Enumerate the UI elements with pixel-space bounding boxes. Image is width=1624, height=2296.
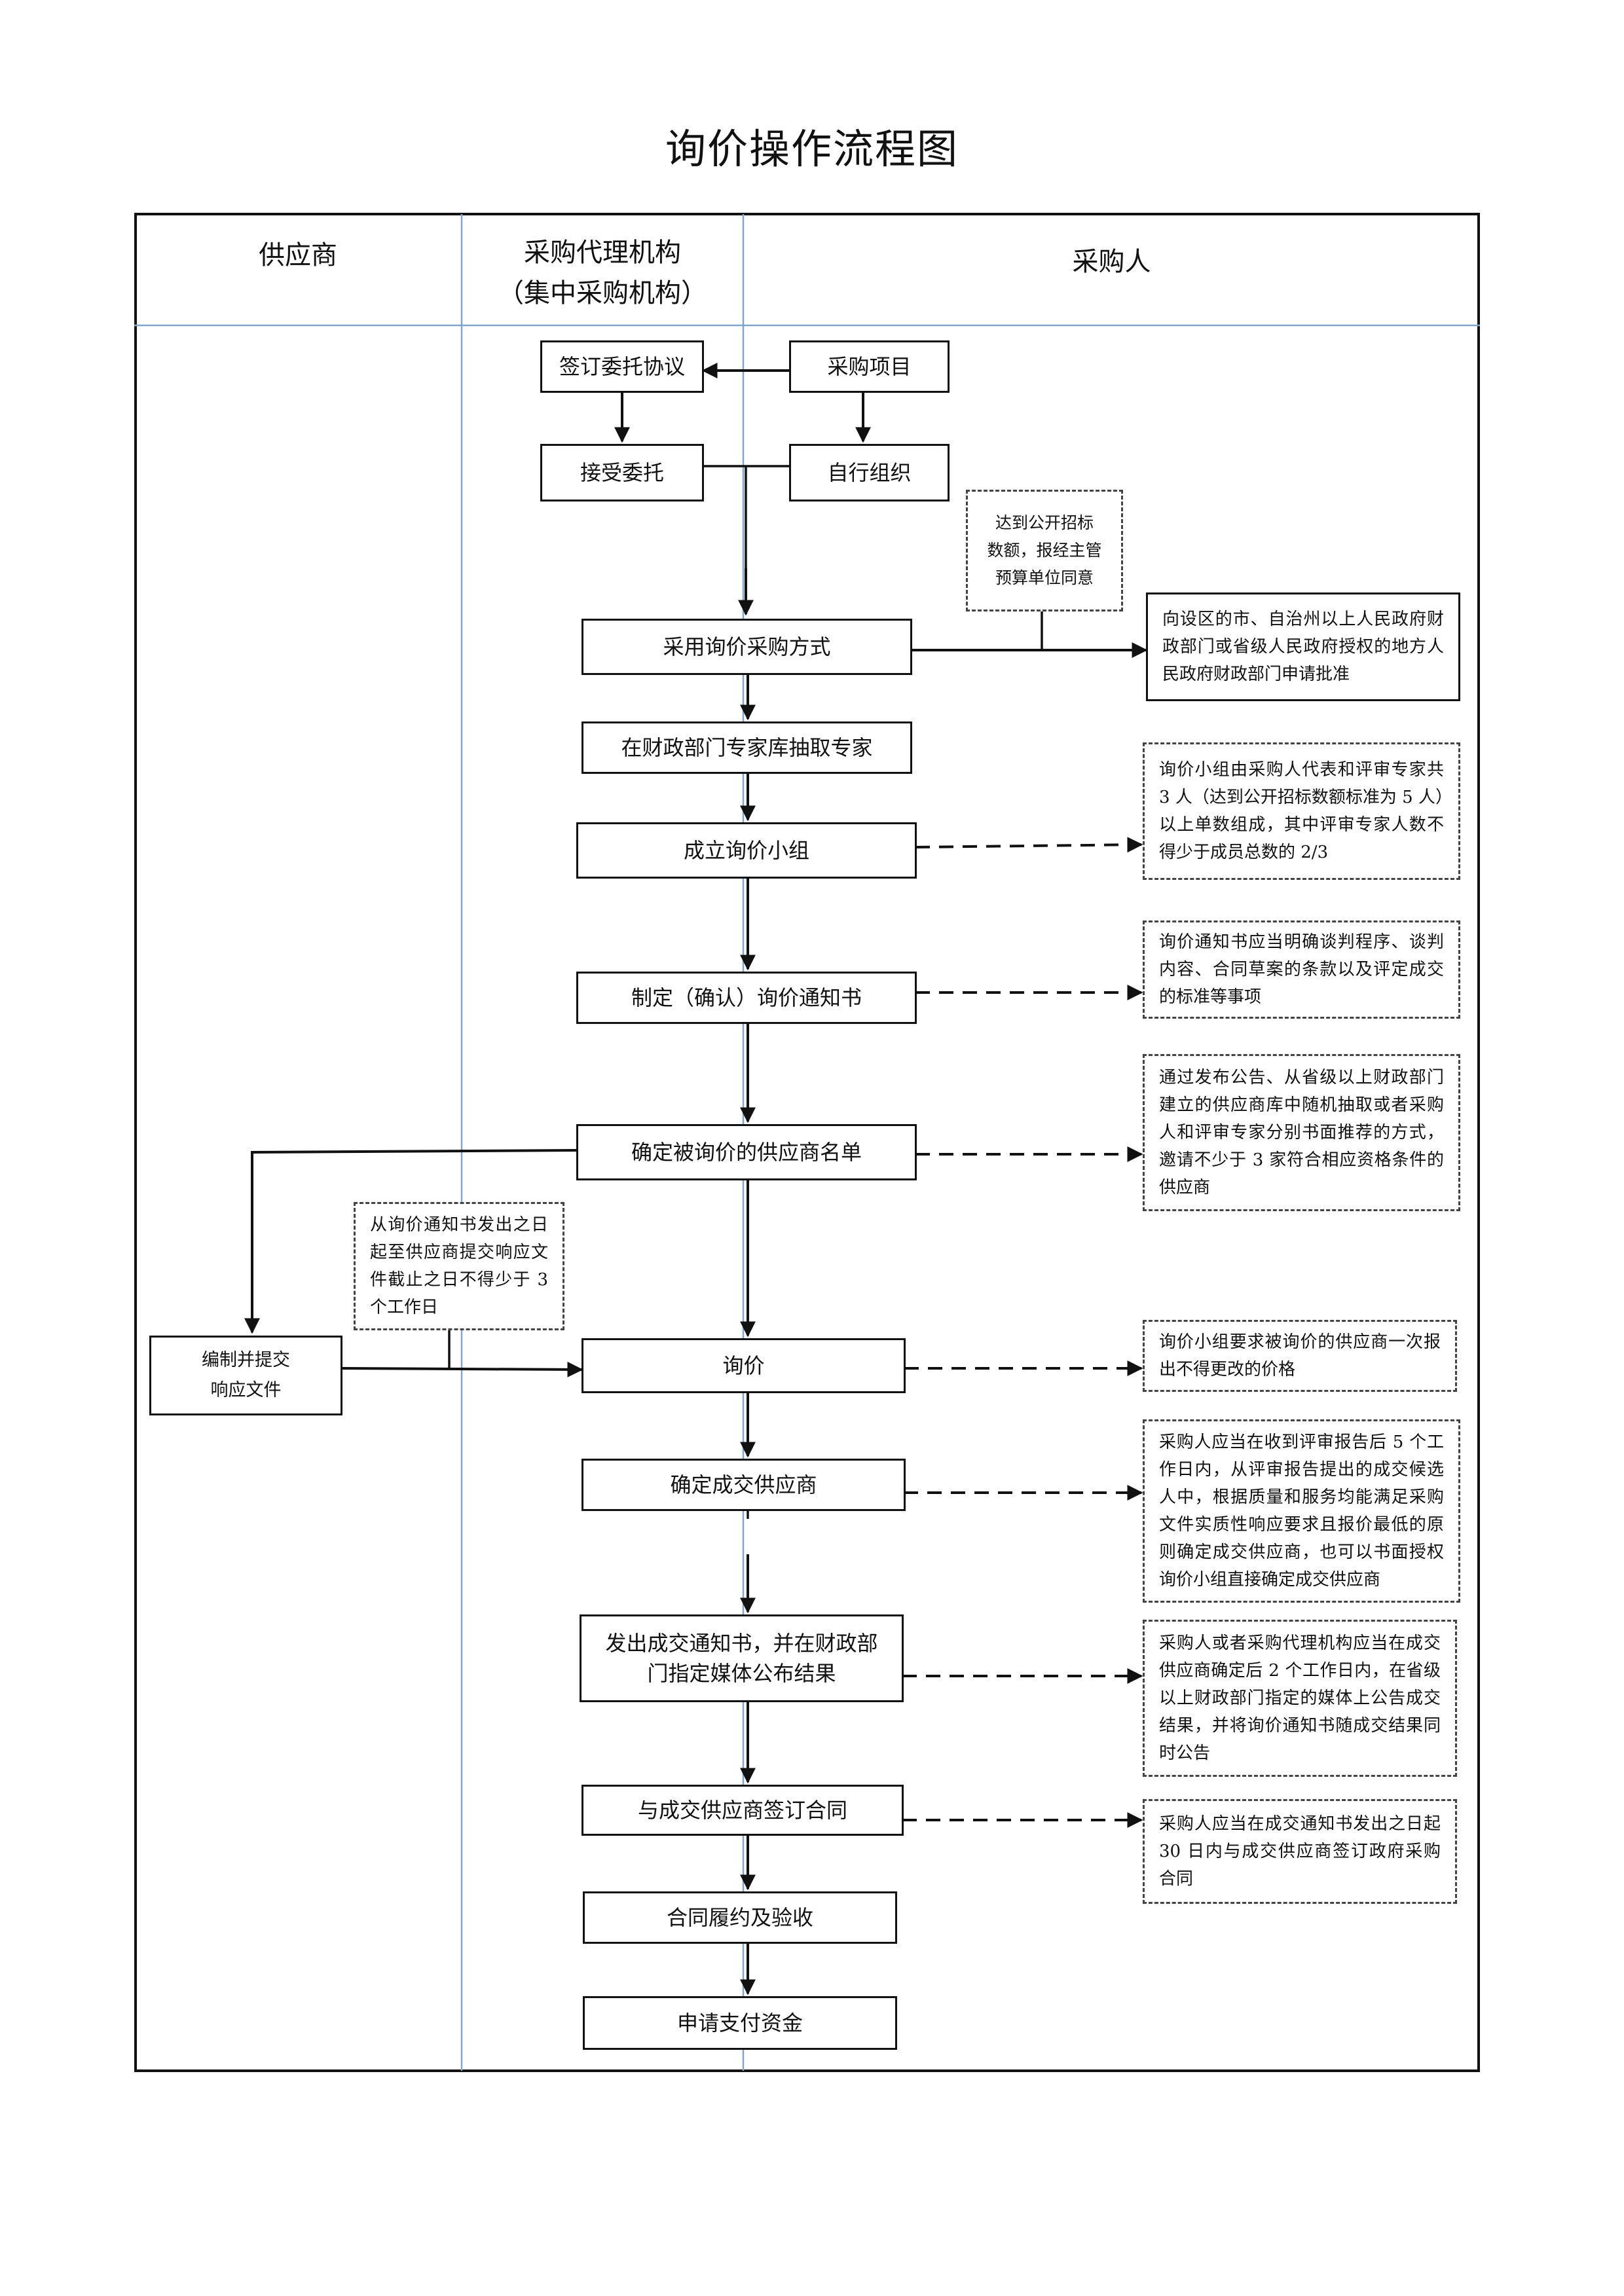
step-issue-notice: 发出成交通知书，并在财政部 门指定媒体公布结果: [580, 1614, 904, 1702]
note-contract-rule: 采购人应当在成交通知书发出之日起 30 日内与成交供应商签订政府采购合同: [1143, 1799, 1457, 1904]
note-supplier-selection: 通过发布公告、从省级以上财政部门建立的供应商库中随机抽取或者采购人和评审专家分别…: [1143, 1054, 1460, 1211]
step-extract-experts: 在财政部门专家库抽取专家: [581, 721, 912, 774]
step-determine-supplier: 确定成交供应商: [581, 1459, 906, 1511]
step-acceptance: 合同履约及验收: [583, 1891, 897, 1944]
dashed-arrow-group-note: [915, 837, 1143, 853]
note-response-time: 从询价通知书发出之日起至供应商提交响应文件截止之日不得少于 3 个工作日: [354, 1202, 564, 1330]
lane-header-purchaser: 采购人: [1072, 247, 1151, 277]
note-approval: 向设区的市、自治州以上人民政府财政部门或省级人民政府授权的地方人民政府财政部门申…: [1146, 592, 1460, 701]
step-apply-payment: 申请支付资金: [583, 1996, 897, 2050]
note-one-time-quote: 询价小组要求被询价的供应商一次报出不得更改的价格: [1143, 1320, 1457, 1392]
step-adopt-inquiry: 采用询价采购方式: [581, 619, 912, 675]
note-determination-rule: 采购人应当在收到评审报告后 5 个工作日内，从评审报告提出的成交候选人中，根据质…: [1143, 1419, 1460, 1603]
step-form-group: 成立询价小组: [576, 822, 917, 879]
note-group-composition: 询价小组由采购人代表和评审专家共 3 人（达到公开招标数额标准为 5 人）以上单…: [1143, 742, 1460, 880]
lane-header-supplier: 供应商: [259, 240, 337, 270]
step-procurement-project: 采购项目: [789, 340, 950, 393]
step-supplier-list: 确定被询价的供应商名单: [576, 1124, 917, 1180]
note-threshold: 达到公开招标 数额，报经主管 预算单位同意: [966, 490, 1123, 611]
step-sign-agreement: 签订委托协议: [540, 340, 704, 393]
arrow-response-to-inquiry: [341, 1361, 583, 1377]
step-sign-contract: 与成交供应商签订合同: [581, 1785, 904, 1836]
swimlane-frame: [134, 213, 1480, 2072]
step-prepare-response: 编制并提交 响应文件: [149, 1336, 342, 1415]
step-inquiry: 询价: [581, 1338, 906, 1393]
arrow-list-to-response: [244, 1149, 577, 1334]
page-title: 询价操作流程图: [665, 125, 959, 173]
note-notice-content: 询价通知书应当明确谈判程序、谈判内容、合同草案的条款以及评定成交的标准等事项: [1143, 920, 1460, 1019]
step-accept-commission: 接受委托: [540, 444, 704, 501]
note-announcement-rule: 采购人或者采购代理机构应当在成交供应商确定后 2 个工作日内，在省级以上财政部门…: [1143, 1620, 1457, 1777]
step-make-notice: 制定（确认）询价通知书: [576, 972, 917, 1024]
step-self-organize: 自行组织: [789, 444, 950, 501]
lane-header-agency: 采购代理机构 （集中采购机构）: [498, 238, 707, 308]
